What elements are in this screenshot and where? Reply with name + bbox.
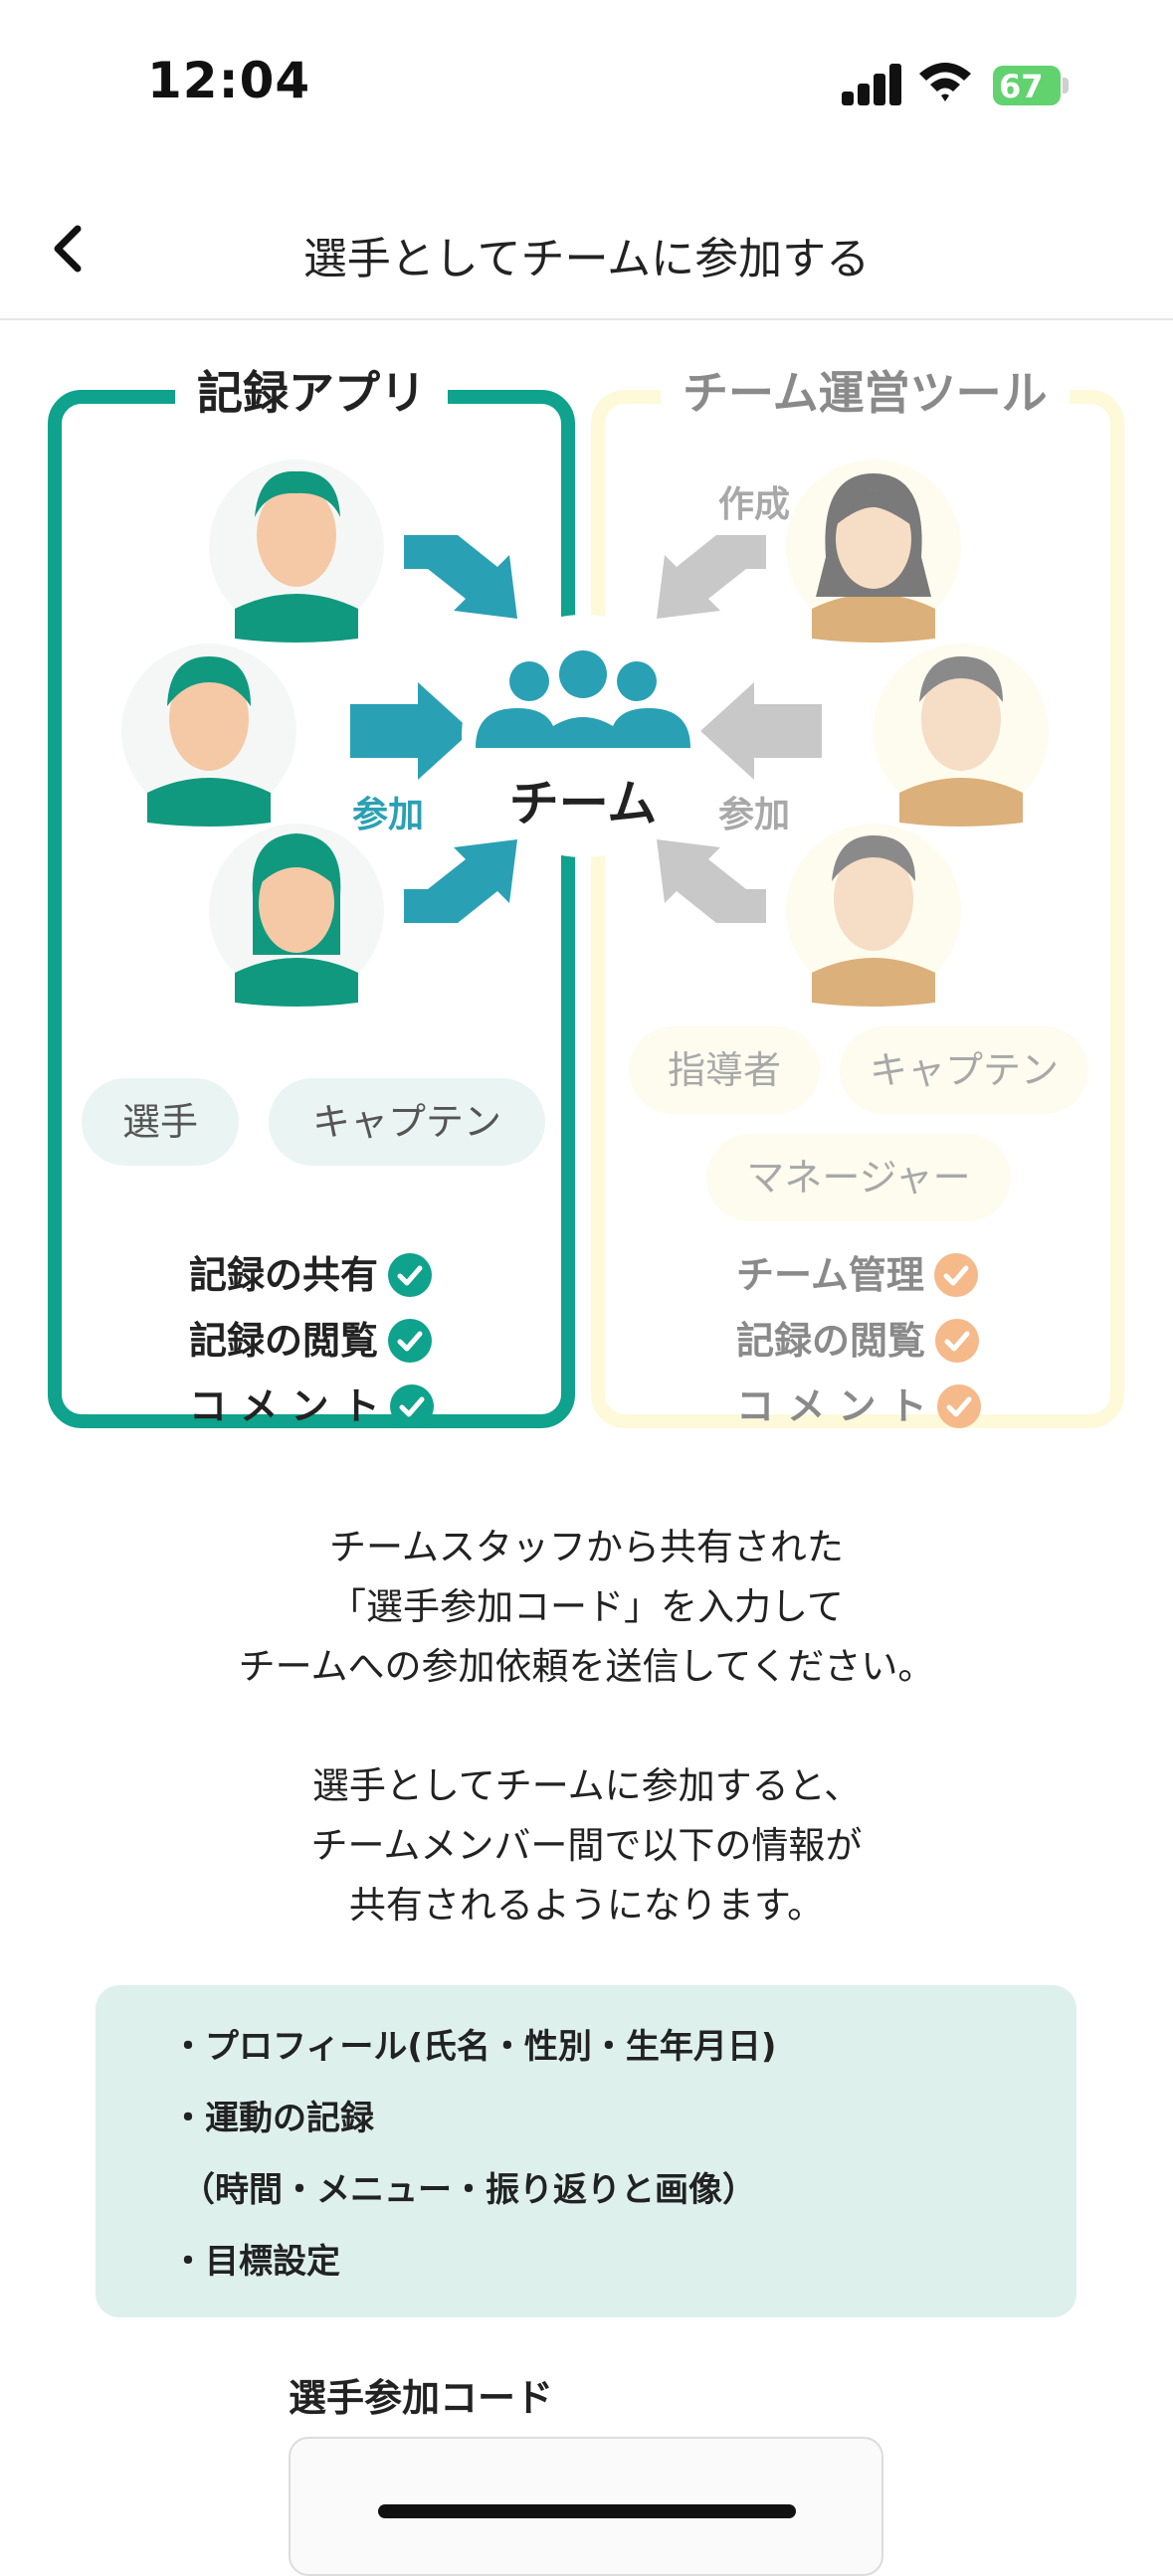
check-icon (389, 1383, 434, 1428)
check-icon (933, 1252, 978, 1297)
page-title: 選手としてチームに参加する (302, 234, 871, 284)
list-item: ・目標設定 (171, 2242, 340, 2282)
team-label: チーム (508, 775, 658, 832)
list-item: ・運動の記録 (171, 2099, 374, 2138)
player-avatar-icon (209, 824, 384, 1007)
feature-label: 記録の閲覧 (189, 1319, 379, 1363)
staff-avatar-icon (786, 824, 961, 1007)
feature-label: 記録の閲覧 (736, 1319, 926, 1363)
role-chip-player: 選手 (82, 1078, 239, 1166)
coach-avatar-icon (786, 460, 961, 643)
status-bar: 12:04 67 (0, 0, 1173, 169)
player-avatar-icon (121, 644, 296, 827)
home-indicator[interactable] (378, 2504, 796, 2518)
avatars-and-arrows (121, 460, 1049, 1007)
role-chip-captain: キャプテン (840, 1026, 1088, 1114)
feature-item: 記録の閲覧 (189, 1313, 433, 1369)
list-item: ・プロフィール(氏名・性別・生年月日) (171, 2027, 777, 2067)
team-group-icon (476, 650, 690, 748)
team-structure-illustration: 記録アプリ チーム運営ツール (0, 358, 1173, 1482)
staff-avatar-icon (874, 644, 1049, 827)
record-app-title: 記録アプリ (175, 358, 448, 428)
instruction-line: 「選手参加コード」を入力して (329, 1585, 844, 1628)
team-tool-title: チーム運営ツール (661, 358, 1070, 428)
feature-label: コ メ ン ト (189, 1384, 380, 1428)
create-label: 作成 (718, 484, 791, 525)
join-label-left: 参加 (352, 795, 425, 835)
navigation-header: 選手としてチームに参加する (0, 189, 1173, 320)
shared-info-list: ・プロフィール(氏名・性別・生年月日) ・運動の記録 （時間・メニュー・振り返り… (96, 1985, 1076, 2317)
back-chevron-icon[interactable] (44, 219, 94, 278)
sharing-notice-text: 選手としてチームに参加すると、 チームメンバー間で以下の情報が 共有されるように… (0, 1756, 1173, 1935)
feature-item: コ メ ン ト (189, 1379, 434, 1434)
role-chip-manager: マネージャー (706, 1134, 1011, 1221)
check-icon (936, 1383, 981, 1428)
feature-label: チーム管理 (736, 1253, 924, 1297)
notice-line: チームメンバー間で以下の情報が (310, 1824, 863, 1867)
player-code-label: 選手参加コード (289, 2376, 554, 2420)
check-icon (935, 1318, 980, 1363)
cellular-signal-icon (842, 62, 901, 105)
wifi-icon (919, 63, 971, 101)
list-item: （時間・メニュー・振り返りと画像） (181, 2170, 756, 2210)
instruction-line: チームへの参加依頼を送信してください。 (238, 1645, 935, 1688)
join-label-right: 参加 (718, 795, 791, 835)
notice-line: 選手としてチームに参加すると、 (311, 1764, 862, 1807)
feature-item: チーム管理 (736, 1247, 978, 1303)
instruction-text: チームスタッフから共有された 「選手参加コード」を入力して チームへの参加依頼を… (0, 1518, 1173, 1697)
battery-icon: 67 (993, 66, 1069, 105)
check-icon (388, 1318, 433, 1363)
feature-item: コ メ ン ト (736, 1379, 981, 1434)
feature-label: コ メ ン ト (736, 1384, 927, 1428)
player-avatar-icon (209, 460, 384, 643)
instruction-line: チームスタッフから共有された (329, 1526, 844, 1568)
feature-item: 記録の共有 (189, 1247, 433, 1303)
check-icon (388, 1252, 433, 1297)
role-chip-captain: キャプテン (269, 1078, 545, 1166)
feature-item: 記録の閲覧 (736, 1313, 980, 1369)
feature-label: 記録の共有 (189, 1253, 379, 1297)
notice-line: 共有されるようになります。 (348, 1884, 825, 1927)
status-time: 12:04 (147, 52, 311, 109)
role-chip-coach: 指導者 (629, 1026, 820, 1114)
battery-percent: 67 (999, 68, 1044, 105)
